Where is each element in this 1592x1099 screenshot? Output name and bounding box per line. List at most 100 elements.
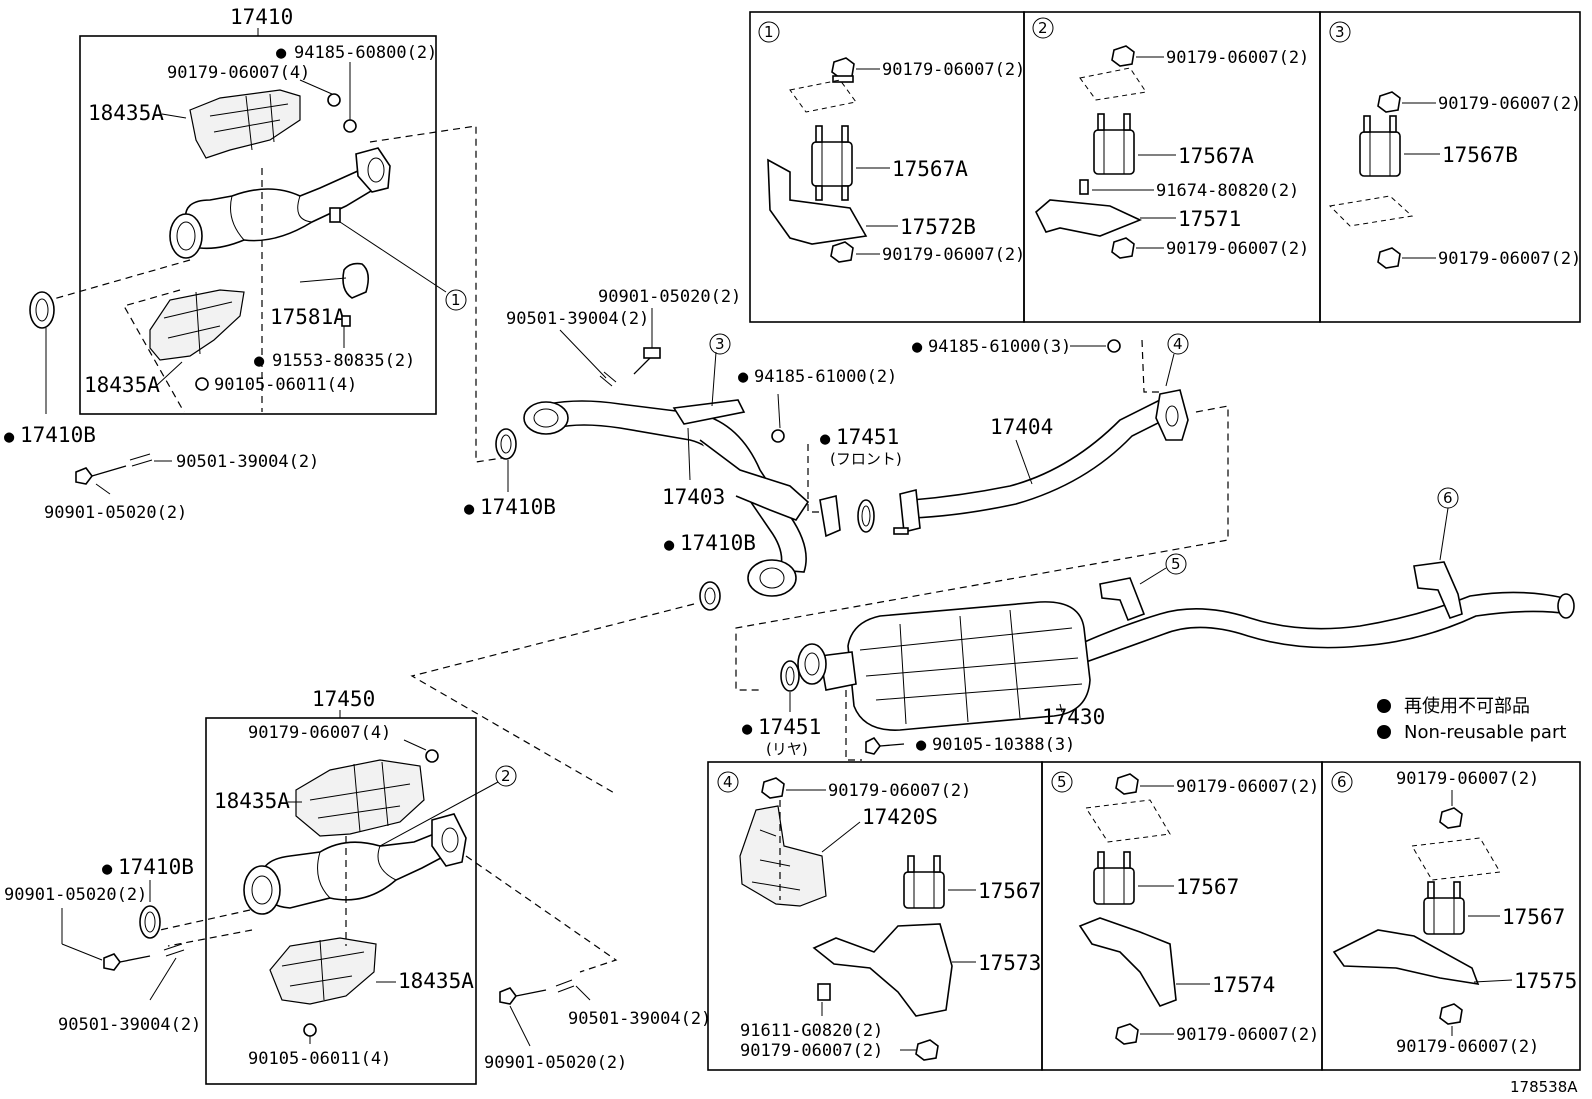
callout-5-box-label: 5: [1057, 773, 1067, 791]
marker-94185-61000-a: ●: [738, 367, 749, 387]
center-pipe-17404: ● 94185-61000(3) 4 17404: [735, 333, 1229, 691]
callout-2-box-label: 2: [1038, 19, 1048, 37]
heat-insulator-bot-lower: [269, 937, 377, 1005]
box4-bracket: [812, 923, 953, 1017]
box4-bolt-label: 91611-G0820(2): [740, 1021, 883, 1041]
detail-box-6: 6 90179-06007(2) 17567 17575 90179-06007…: [1321, 761, 1581, 1071]
callout-3-box-label: 3: [1335, 23, 1345, 41]
box1-bracket-label: 17572B: [900, 215, 976, 239]
flange-nut-icon: [1439, 807, 1463, 829]
rubber-mount-icon: [1359, 115, 1401, 177]
label-90501-39004-mid: 90501-39004(2): [506, 309, 649, 329]
bolt-set-left: 90501-39004(2) 90901-05020(2): [44, 452, 319, 523]
label-17410B-left: 17410B: [20, 423, 96, 447]
rubber-mount-icon: [1093, 113, 1135, 175]
box2-mount-label: 17567A: [1178, 144, 1254, 168]
bolt-head-icon: [195, 377, 209, 391]
assembly-17410: 17410 90179-06007(4) ● 94185-60800(2) 18…: [49, 5, 503, 463]
box3-nut-bottom-label: 90179-06007(2): [1438, 249, 1581, 269]
front-pipe-17403: 90901-05020(2) 90501-39004(2) 3 17403 ● …: [464, 287, 897, 597]
detail-box-2: 2 90179-06007(2) 17567A 91674-80820(2) 1…: [1023, 11, 1321, 323]
box5-bracket: [1078, 917, 1177, 1007]
label-17451-front: 17451: [836, 425, 899, 449]
assembly-17450: 17450 90179-06007(4) 18435A 2 18435A 901…: [159, 687, 618, 1085]
box3-nut-top-label: 90179-06007(2): [1438, 94, 1581, 114]
marker-17410B-bot: ●: [102, 859, 113, 879]
label-17581A: 17581A: [270, 305, 346, 329]
box4-bracket-label: 17573: [978, 951, 1041, 975]
flange-nut-icon: [830, 241, 854, 263]
rubber-mount-icon: [1093, 851, 1135, 905]
heat-insulator-bot-upper: [295, 759, 425, 837]
nut-icon: [771, 429, 785, 443]
gasket-17410B-mid: [495, 428, 517, 460]
marker-17410B-left: ●: [4, 427, 15, 447]
label-17410B-mid: 17410B: [480, 495, 556, 519]
callout-3: 3: [715, 335, 725, 353]
detail-box-5: 5 90179-06007(2) 17567 17574 90179-06007…: [1041, 761, 1323, 1071]
clamp-17581A: [342, 262, 370, 299]
label-17410: 17410: [230, 5, 293, 29]
gasket-17451-front: ● 17451 (フロント): [820, 425, 902, 533]
label-17451-rear: 17451: [758, 715, 821, 739]
marker-17410B-center: ●: [664, 535, 675, 555]
flange-nut-icon: [831, 57, 855, 83]
callout-6-box-label: 6: [1337, 773, 1347, 791]
box6-nut-bottom-label: 90179-06007(2): [1396, 1037, 1539, 1057]
callout-1: 1: [451, 291, 461, 309]
detail-box-1: 1 90179-06007(2) 17567A 17572B 90179-06: [749, 11, 1025, 323]
rubber-mount-icon: [903, 855, 945, 909]
nut-icon: [327, 93, 341, 107]
label-91553-80835: 91553-80835(2): [272, 351, 415, 371]
label-17451-rear-note: (リヤ): [766, 740, 808, 758]
label-90501-39004-bot: 90501-39004(2): [58, 1015, 201, 1035]
label-90901-05020-bot: 90901-05020(2): [4, 885, 147, 905]
legend-english: Non-reusable part: [1404, 722, 1566, 743]
box6-bracket: [1332, 929, 1480, 986]
box5-mount-label: 17567: [1176, 875, 1239, 899]
callout-5: 5: [1171, 555, 1181, 573]
label-17404: 17404: [990, 415, 1053, 439]
label-90105-06011-bot: 90105-06011(4): [248, 1049, 391, 1069]
box2-bracket: [1035, 199, 1143, 237]
box2-nut-top-label: 90179-06007(2): [1166, 48, 1309, 68]
non-reusable-marker-icon: [1377, 699, 1391, 713]
marker-17451-rear: ●: [742, 719, 753, 739]
box5-nut-bottom-label: 90179-06007(2): [1176, 1025, 1319, 1045]
label-94185-61000-a: 94185-61000(2): [754, 367, 897, 387]
marker-17451-front: ●: [820, 429, 831, 449]
label-90105-06011-top: 90105-06011(4): [214, 375, 357, 395]
flange-front-pipe: [523, 401, 569, 435]
marker-94185-60800: ●: [276, 43, 287, 63]
box4-mount-label: 17567: [978, 879, 1041, 903]
box5-nut-top-label: 90179-06007(2): [1176, 777, 1319, 797]
label-18435A-bot1: 18435A: [214, 789, 290, 813]
callout-2: 2: [501, 767, 511, 785]
rubber-mount-icon: [1423, 881, 1465, 935]
detail-box-3: 3 90179-06007(2) 17567B 90179-06007(2): [1319, 11, 1581, 323]
callout-6: 6: [1443, 489, 1453, 507]
box3-mount-label: 17567B: [1442, 143, 1518, 167]
gasket-17451-rear: ● 17451 (リヤ): [742, 660, 821, 758]
label-90901-05020-bot2: 90901-05020(2): [484, 1053, 627, 1073]
label-90179-06007-4-top: 90179-06007(4): [167, 63, 310, 83]
box4-nut-bottom-label: 90179-06007(2): [740, 1041, 883, 1061]
box1-bracket: [767, 158, 868, 245]
box1-nut-top-label: 90179-06007(2): [882, 60, 1025, 80]
callout-4-box-label: 4: [723, 773, 733, 791]
label-17403: 17403: [662, 485, 725, 509]
marker-91553-80835: ●: [254, 351, 265, 371]
gasket-17410B-bottom: ● 17410B: [102, 855, 194, 939]
box1-mount-label: 17567A: [892, 157, 968, 181]
flange-nut-icon: [761, 777, 785, 799]
bolt-head-icon: [303, 1023, 317, 1037]
callout-4: 4: [1173, 335, 1183, 353]
flange-nut-icon: [1115, 773, 1139, 795]
box6-nut-top-label: 90179-06007(2): [1396, 769, 1539, 789]
tail-pipe-17430: 6 5 17430 ● 90105-10388(3): [797, 487, 1575, 761]
box2-nut-bottom-label: 90179-06007(2): [1166, 239, 1309, 259]
flange-nut-icon: [1111, 237, 1135, 259]
gasket-17410B-center: ● 17410B: [410, 531, 756, 795]
label-90501-39004-bot2: 90501-39004(2): [568, 1009, 711, 1029]
